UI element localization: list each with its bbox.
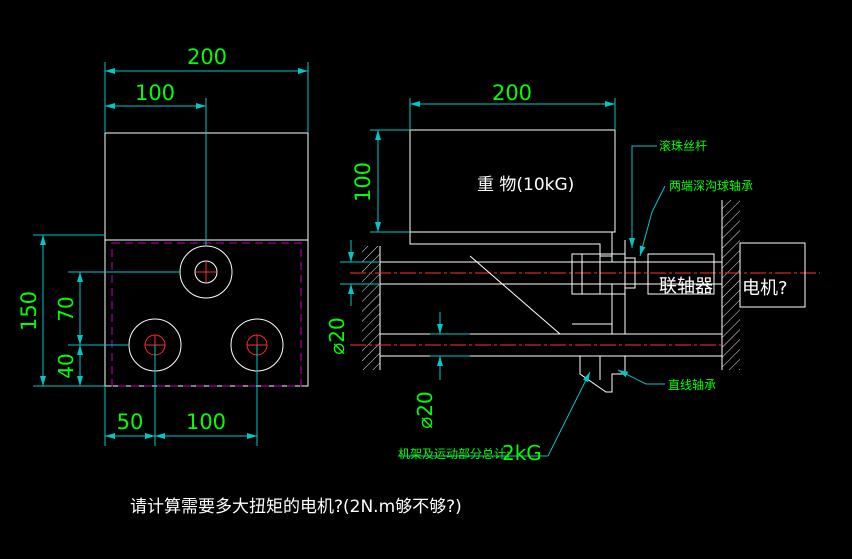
- question-text: 请计算需要多大扭矩的电机?(2N.m够不够?): [130, 497, 462, 517]
- end-bearing: [624, 257, 636, 289]
- left-wall-hatch: [362, 246, 380, 370]
- dim-front-vertical-70: 70: [54, 296, 78, 321]
- dim-front-height: 150: [17, 291, 41, 331]
- front-hole-top: [179, 245, 233, 299]
- carriage-link: [611, 283, 626, 335]
- leader-frame-weight: [547, 371, 591, 457]
- frame-diagonal: [469, 255, 561, 335]
- dim-side-weight-width: 200: [492, 81, 532, 105]
- dim-front-horizontal-100: 100: [186, 410, 226, 434]
- screw-nut: [571, 253, 626, 295]
- side-carriage-top: [409, 232, 613, 257]
- side-view: 重 物(10kG) 联轴器: [325, 81, 820, 465]
- coupling: [647, 253, 715, 295]
- front-view: 200 100 150 70 40 50 100: [17, 45, 309, 446]
- side-weight-block: [409, 129, 616, 233]
- callout-linear-bearing: 直线轴承: [668, 377, 716, 392]
- coupling-label: 联轴器: [659, 276, 713, 297]
- right-wall-hatch: [722, 200, 740, 370]
- leader-linear-bearing: [617, 369, 665, 385]
- callout-frame-weight-prefix: 机架及运动部分总计:: [398, 446, 510, 461]
- dim-shaft-diameter-upper: ⌀20: [325, 317, 349, 355]
- motor: [739, 242, 806, 308]
- dim-front-horizontal-50: 50: [117, 410, 144, 434]
- motor-label: 电机?: [742, 278, 788, 299]
- dim-front-vertical-40: 40: [54, 353, 78, 378]
- callout-end-bearing: 两端深沟球轴承: [669, 178, 753, 193]
- dim-side-weight-height: 100: [351, 162, 375, 202]
- callout-ball-screw: 滚珠丝杆: [659, 138, 707, 153]
- linear-bearing: [579, 356, 626, 393]
- dim-shaft-diameter-lower: ⌀20: [413, 391, 437, 429]
- leader-ball-screw: [629, 145, 657, 248]
- dim-front-width: 200: [187, 45, 227, 69]
- dim-front-hole-offset: 100: [135, 81, 175, 105]
- leader-end-bearing: [639, 185, 666, 257]
- callout-frame-weight-value: 2kG: [502, 441, 542, 465]
- weight-label: 重 物(10kG): [477, 175, 574, 195]
